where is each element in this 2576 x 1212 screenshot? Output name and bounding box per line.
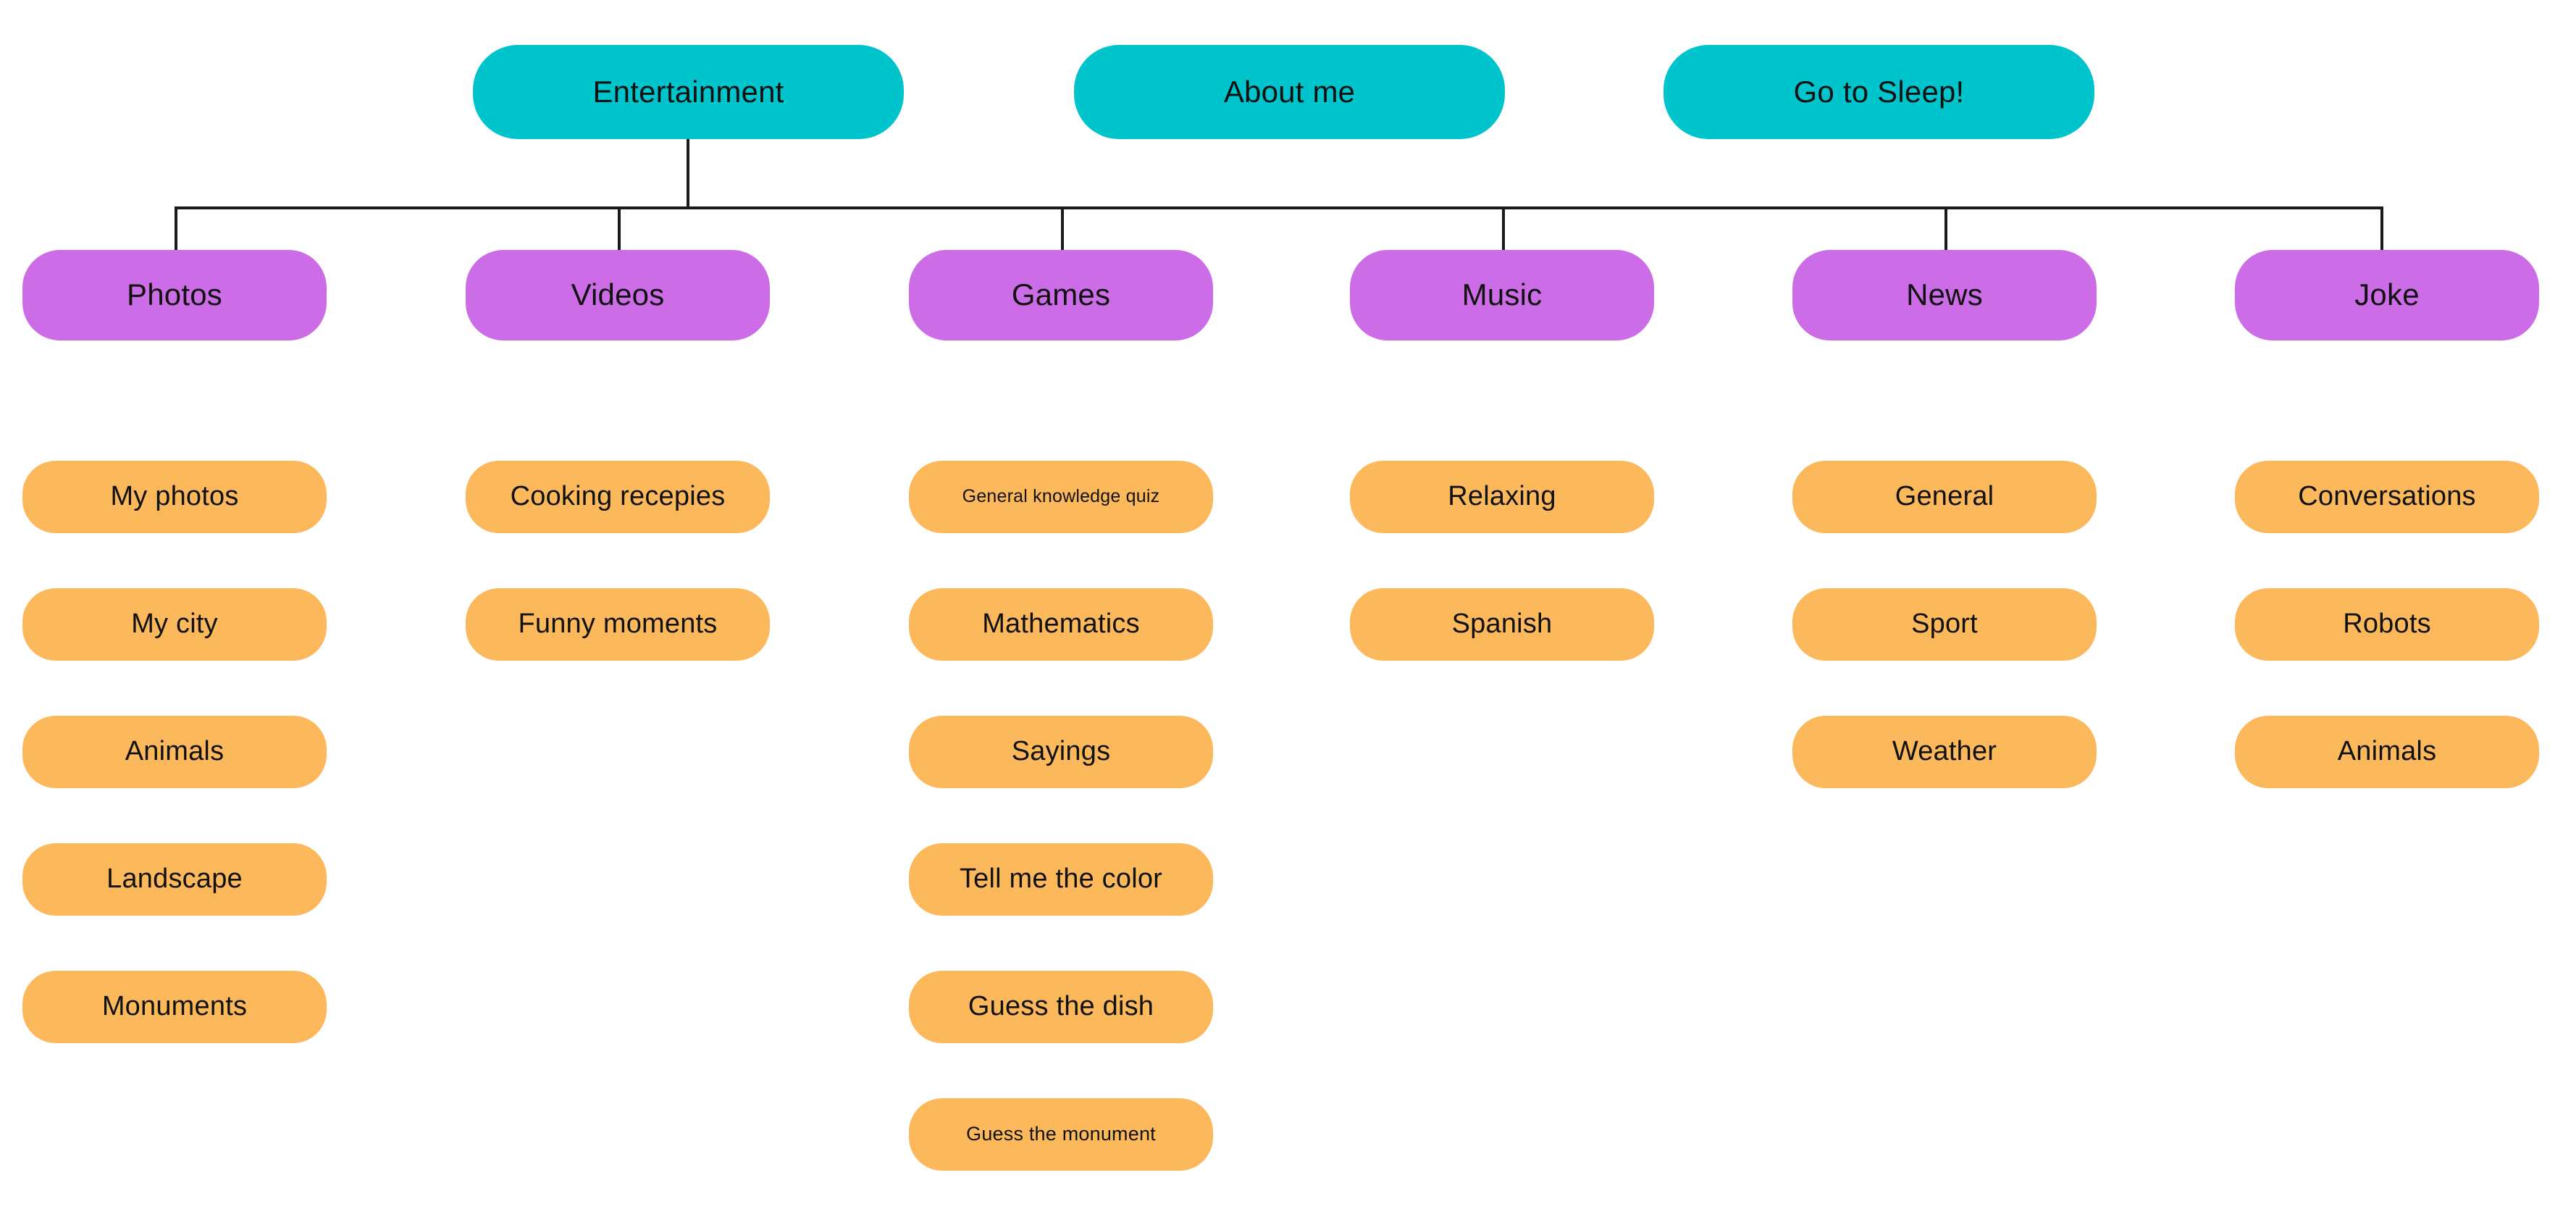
leaf-node-games-sayings[interactable]: Sayings	[909, 716, 1213, 788]
category-node-videos[interactable]: Videos	[466, 250, 770, 340]
leaf-node-games-guess-the-monument[interactable]: Guess the monument	[909, 1098, 1213, 1171]
category-node-music[interactable]: Music	[1350, 250, 1654, 340]
leaf-node-photos-my-city[interactable]: My city	[22, 588, 327, 661]
leaf-node-news-weather[interactable]: Weather	[1792, 716, 2097, 788]
connector-drop-joke	[2380, 206, 2383, 251]
leaf-node-photos-monuments[interactable]: Monuments	[22, 971, 327, 1043]
leaf-node-music-spanish[interactable]: Spanish	[1350, 588, 1654, 661]
leaf-node-news-sport[interactable]: Sport	[1792, 588, 2097, 661]
root-node-go-to-sleep[interactable]: Go to Sleep!	[1664, 45, 2094, 139]
root-node-entertainment[interactable]: Entertainment	[473, 45, 904, 139]
connector-drop-music	[1502, 206, 1505, 251]
leaf-node-joke-conversations[interactable]: Conversations	[2235, 461, 2539, 533]
connector-root-stem	[687, 139, 689, 208]
leaf-node-photos-my-photos[interactable]: My photos	[22, 461, 327, 533]
leaf-node-videos-funny-moments[interactable]: Funny moments	[466, 588, 770, 661]
leaf-node-news-general[interactable]: General	[1792, 461, 2097, 533]
connector-drop-photos	[175, 206, 177, 251]
leaf-node-games-guess-the-dish[interactable]: Guess the dish	[909, 971, 1213, 1043]
category-node-photos[interactable]: Photos	[22, 250, 327, 340]
connector-drop-games	[1061, 206, 1064, 251]
leaf-node-photos-animals[interactable]: Animals	[22, 716, 327, 788]
connector-drop-news	[1944, 206, 1947, 251]
leaf-node-joke-robots[interactable]: Robots	[2235, 588, 2539, 661]
leaf-node-music-relaxing[interactable]: Relaxing	[1350, 461, 1654, 533]
category-node-news[interactable]: News	[1792, 250, 2097, 340]
root-node-about-me[interactable]: About me	[1074, 45, 1505, 139]
leaf-node-videos-cooking-recepies[interactable]: Cooking recepies	[466, 461, 770, 533]
leaf-node-games-tell-me-the-color[interactable]: Tell me the color	[909, 843, 1213, 916]
leaf-node-games-general-knowledge-quiz[interactable]: General knowledge quiz	[909, 461, 1213, 533]
leaf-node-photos-landscape[interactable]: Landscape	[22, 843, 327, 916]
connector-drop-videos	[618, 206, 621, 251]
leaf-node-joke-animals[interactable]: Animals	[2235, 716, 2539, 788]
category-node-games[interactable]: Games	[909, 250, 1213, 340]
leaf-node-games-mathematics[interactable]: Mathematics	[909, 588, 1213, 661]
category-node-joke[interactable]: Joke	[2235, 250, 2539, 340]
connector-bus	[175, 206, 2382, 209]
